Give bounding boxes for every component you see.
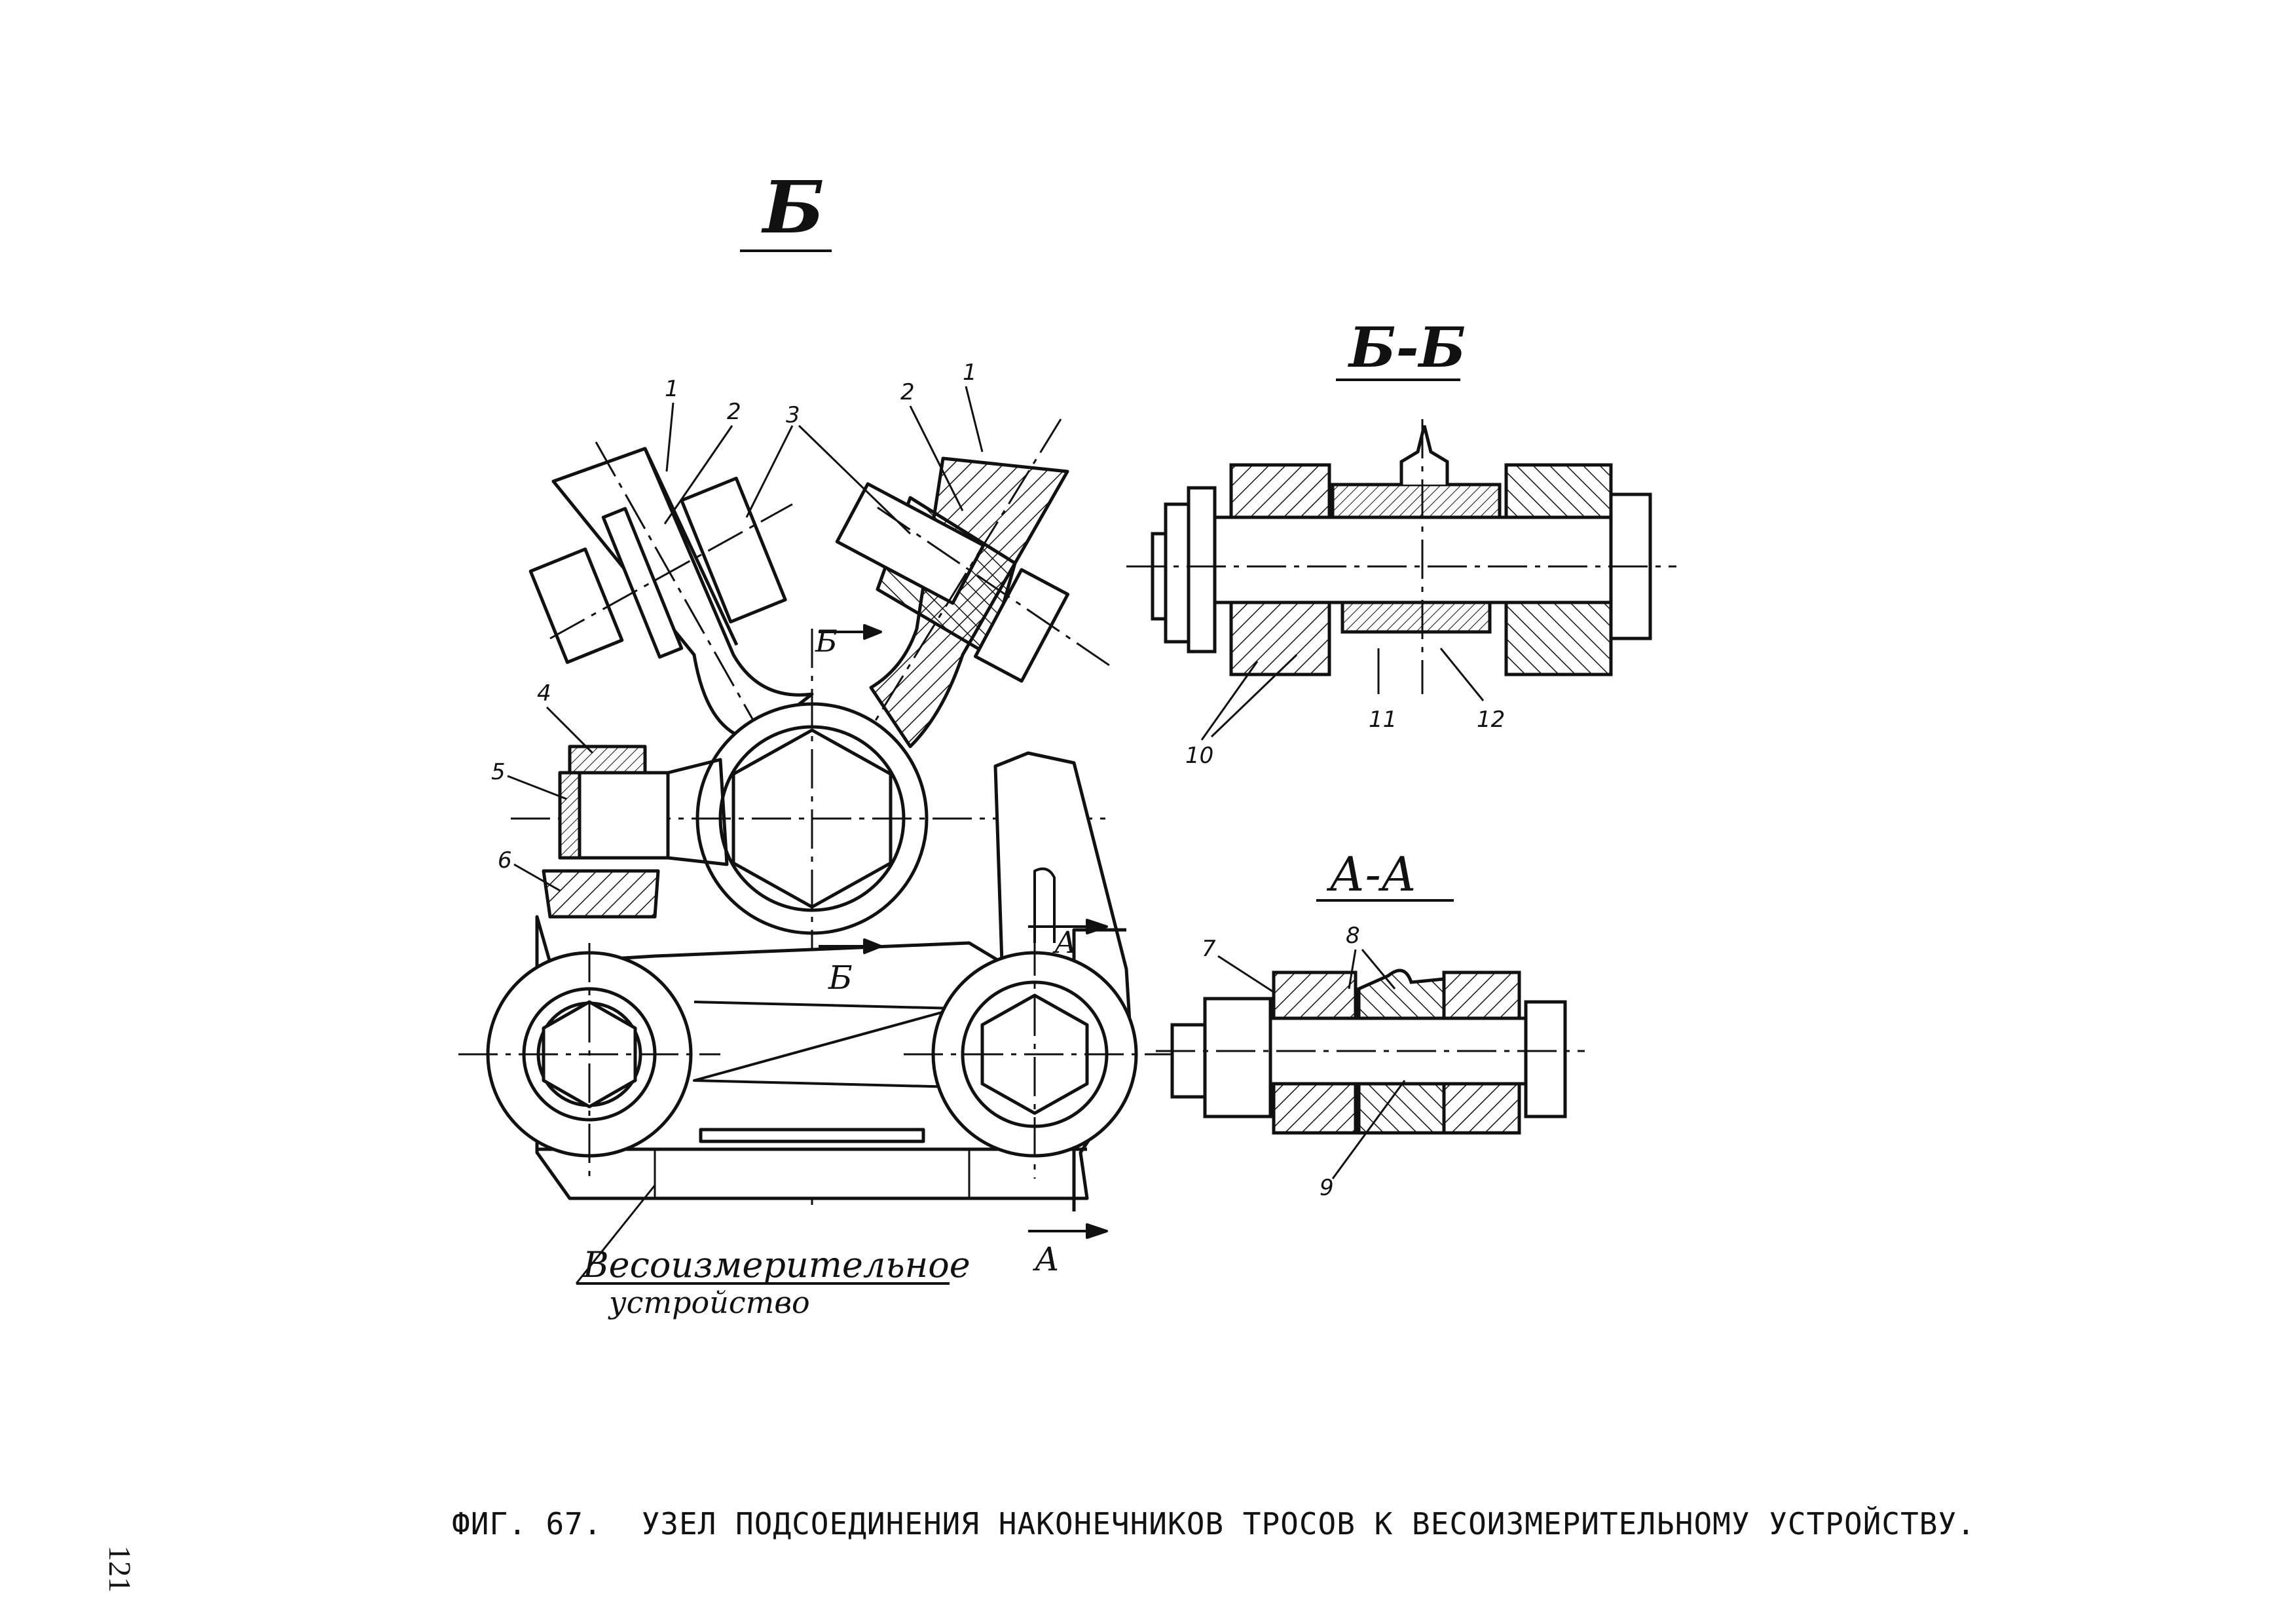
callout-9: 9 <box>1320 1175 1334 1201</box>
callout-1-right: 1 <box>963 360 977 386</box>
main-view <box>458 418 1172 1285</box>
left-clamp <box>542 745 729 919</box>
section-bb-label: Б-Б <box>1336 315 1466 381</box>
page-number: 121 <box>102 1545 137 1593</box>
device-label-line2: устройство <box>608 1285 810 1320</box>
figure-title: УЗЕЛ ПОДСОЕДИНЕНИЯ НАКОНЕЧНИКОВ ТРОСОВ К… <box>641 1506 1976 1541</box>
section-aa-callouts: 7 8 9 <box>1202 923 1406 1201</box>
callout-6: 6 <box>498 847 512 874</box>
main-view-callouts: 1 2 3 1 2 4 5 6 <box>491 360 984 892</box>
section-aa-label: А-А <box>1316 847 1454 902</box>
section-marker-b-top: Б <box>815 623 838 659</box>
callout-4: 4 <box>537 680 551 707</box>
callout-12: 12 <box>1477 707 1505 733</box>
section-aa-label-text: А-А <box>1326 847 1416 902</box>
callout-5: 5 <box>491 759 506 785</box>
section-marker-a-top: А <box>1052 925 1077 960</box>
left-lug <box>458 943 720 1179</box>
section-aa <box>1156 969 1585 1135</box>
main-view-label-text: Б <box>761 165 824 249</box>
callout-8: 8 <box>1346 923 1360 949</box>
main-view-label: Б <box>740 165 832 252</box>
device-label-line1: Весоизмерительное <box>582 1244 970 1285</box>
callout-7: 7 <box>1202 936 1216 962</box>
section-arrows <box>819 624 1108 1239</box>
section-bb-label-text: Б-Б <box>1347 315 1466 380</box>
callout-2-left: 2 <box>727 399 741 425</box>
callout-10: 10 <box>1185 743 1213 769</box>
callout-3: 3 <box>786 402 800 428</box>
section-bb-callouts: 10 11 12 <box>1185 648 1505 769</box>
callout-2-right: 2 <box>900 379 915 405</box>
right-cable-tip <box>814 418 1114 819</box>
figure-caption: ФИГ. 67. УЗЕЛ ПОДСОЕДИНЕНИЯ НАКОНЕЧНИКОВ … <box>452 1506 1976 1541</box>
section-marker-a-bottom: А <box>1033 1240 1060 1278</box>
callout-11: 11 <box>1369 707 1397 733</box>
section-marker-b-bottom: Б <box>828 959 853 997</box>
figure-number: ФИГ. 67. <box>452 1506 602 1541</box>
section-bb <box>1126 419 1676 694</box>
left-cable-tip <box>528 441 814 819</box>
central-eye <box>511 629 1113 1205</box>
callout-1-left: 1 <box>665 376 679 402</box>
right-lug <box>904 936 1172 1179</box>
